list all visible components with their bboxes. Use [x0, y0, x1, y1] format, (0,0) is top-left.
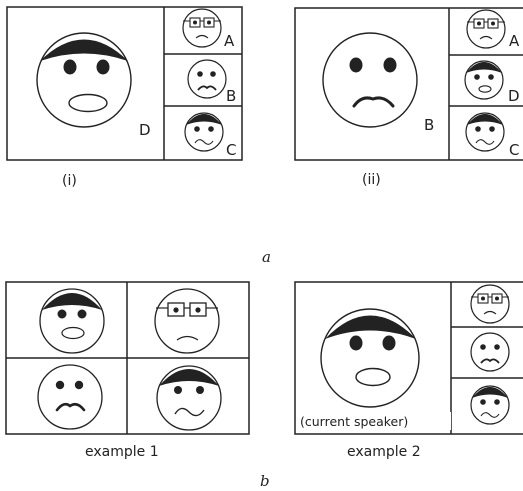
frown-mouth: [176, 335, 199, 341]
example-2: (current speaker) exa: [294, 281, 523, 460]
example-2-frame: [294, 281, 523, 435]
side-label: C: [509, 141, 519, 159]
side-label: B: [226, 87, 236, 105]
main-speaker-label: D: [139, 121, 151, 139]
glasses-icon: [189, 17, 201, 28]
hair-shape: [466, 62, 502, 73]
hair-shape: [186, 114, 222, 125]
face-a-small: [470, 284, 510, 324]
eye: [63, 59, 77, 75]
eye: [382, 335, 396, 351]
face-b-small: [187, 59, 227, 99]
part-label: b: [260, 472, 270, 490]
glasses-icon: [477, 293, 489, 304]
face-b: [37, 364, 103, 430]
main-speaker-label: B: [424, 116, 434, 134]
mustache-icon: [197, 85, 217, 91]
panel-caption: (ii): [362, 172, 381, 188]
face-a-small: [466, 9, 506, 49]
glasses-icon: [203, 17, 215, 28]
face-c-small: [465, 112, 505, 152]
panel-caption: (i): [62, 173, 77, 189]
eye: [96, 59, 110, 75]
glasses-icon: [189, 302, 207, 317]
mustache-icon: [352, 96, 395, 108]
open-mouth: [68, 93, 108, 113]
face-b-small: [470, 332, 510, 372]
eye: [383, 57, 397, 73]
open-mouth: [61, 326, 85, 340]
face-d-large: [320, 308, 420, 408]
side-label: A: [224, 32, 235, 50]
frown-mouth: [483, 310, 497, 315]
glasses-icon: [473, 18, 485, 29]
glasses-icon: [491, 293, 503, 304]
side-label: D: [508, 87, 520, 105]
speaker-label-backdrop: [298, 412, 451, 430]
eye: [349, 57, 363, 73]
example-caption: example 1: [85, 444, 159, 460]
face-c-small: [184, 112, 224, 152]
face-a-small: [182, 8, 222, 48]
hair-shape: [159, 369, 219, 386]
hair-shape: [42, 293, 102, 310]
panel-ii-frame: [294, 7, 523, 161]
example-caption: example 2: [347, 444, 421, 460]
side-label: A: [509, 32, 520, 50]
wavy-mouth: [475, 139, 495, 145]
face-d-large: [36, 32, 132, 128]
hair-shape: [40, 39, 128, 61]
mustache-icon: [55, 402, 86, 412]
part-label: a: [262, 248, 271, 266]
face-b-large: [322, 32, 418, 128]
side-label: C: [226, 141, 236, 159]
face-a: [154, 288, 220, 354]
wavy-mouth: [194, 139, 214, 145]
open-mouth: [355, 367, 391, 387]
frown-mouth: [195, 34, 209, 39]
hair-shape: [325, 315, 416, 339]
frown-mouth: [479, 35, 493, 40]
panel-ii: B A D C: [294, 7, 523, 188]
face-d: [39, 288, 105, 354]
wavy-mouth: [480, 412, 500, 418]
eye: [349, 335, 363, 351]
face-d-small: [464, 60, 504, 100]
panel-i-frame: [6, 6, 243, 161]
glasses-icon: [167, 302, 185, 317]
open-mouth: [478, 85, 492, 93]
face-c-small: [470, 385, 510, 425]
hair-shape: [467, 114, 503, 125]
wavy-mouth: [174, 407, 205, 417]
example-1: example 1: [5, 281, 250, 460]
panel-i: D A B C (: [6, 6, 243, 189]
glasses-icon: [487, 18, 499, 29]
hair-shape: [472, 387, 508, 398]
mustache-icon: [480, 358, 500, 364]
face-c: [156, 365, 222, 431]
current-speaker-label: (current speaker): [300, 414, 408, 429]
